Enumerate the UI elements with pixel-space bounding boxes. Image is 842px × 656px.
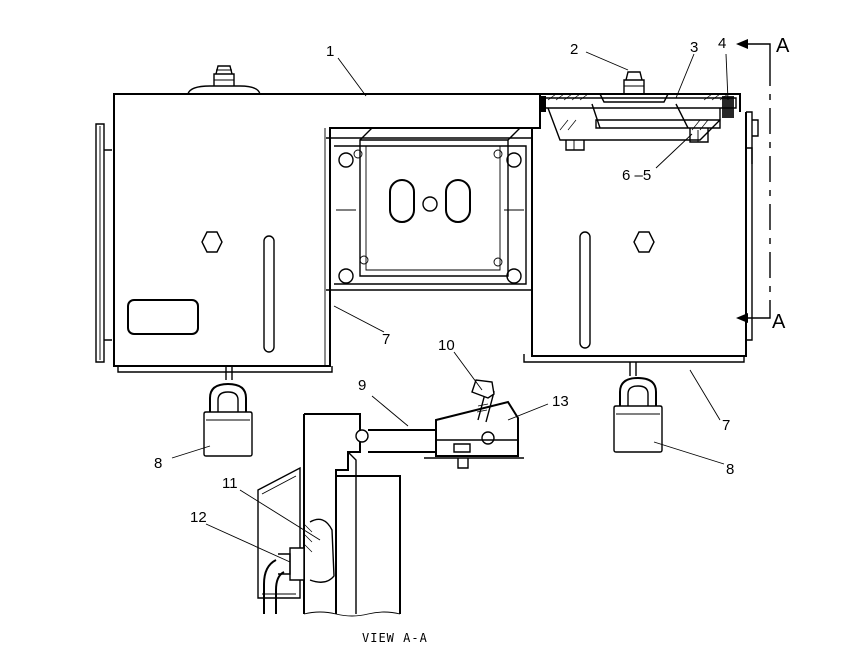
leader-lines [171,51,729,563]
callout-9: 9 [358,377,366,394]
left-padlock [203,382,253,457]
right-battery-box [523,71,759,376]
right-padlock [613,376,663,453]
callout-1: 1 [326,43,334,60]
callout-7-right: 7 [722,417,730,434]
center-mount-plate [326,127,533,291]
callout-2: 2 [570,41,578,58]
callout-8-left: 8 [154,455,162,472]
section-line-a-a [736,39,771,323]
section-mark-bottom: A [772,311,786,333]
callout-4: 4 [718,35,726,52]
callout-12: 12 [190,509,207,526]
callout-3: 3 [690,39,698,56]
callout-6-5: 6 –5 [622,167,651,184]
callout-7-left: 7 [382,331,390,348]
view-label: VIEW A-A [362,631,428,645]
section-mark-top: A [776,35,790,57]
callout-10: 10 [438,337,455,354]
callout-13: 13 [552,393,569,410]
left-battery-box [95,65,541,380]
view-a-a-detail [257,379,524,617]
callout-8-right: 8 [726,461,734,478]
callout-11: 11 [222,475,238,492]
